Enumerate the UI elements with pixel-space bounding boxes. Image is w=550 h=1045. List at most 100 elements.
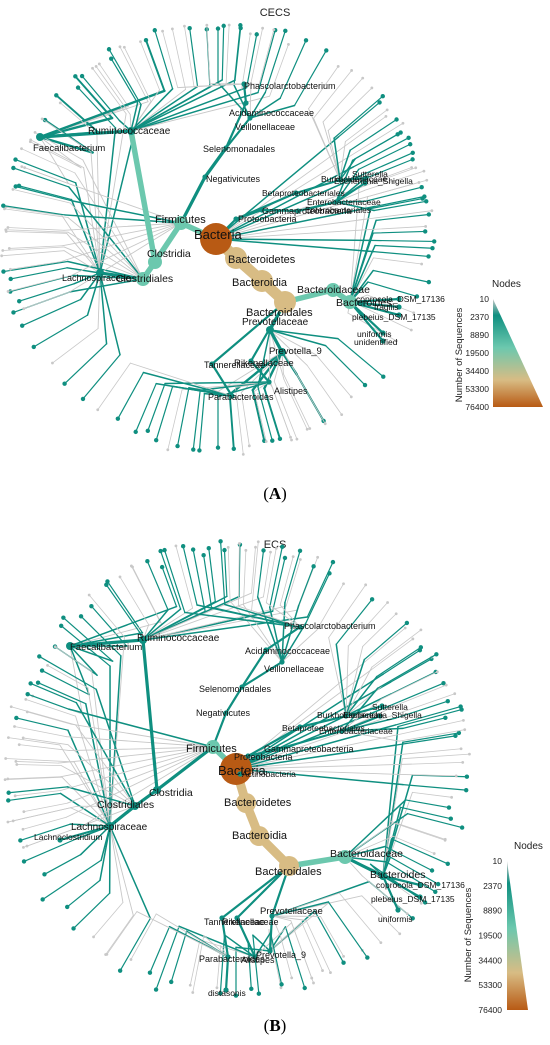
leaf-edge	[412, 791, 453, 798]
taxon-edge	[179, 175, 207, 225]
branch-edge	[271, 915, 292, 922]
leaf-edge	[4, 776, 63, 781]
leaf-edge	[372, 269, 430, 283]
legend-tick-label: 10	[493, 856, 503, 866]
leaf-node	[459, 747, 463, 751]
leaf-node	[342, 954, 345, 958]
leaf-node	[464, 774, 470, 779]
leaf-node	[342, 582, 345, 586]
leaf-edge	[240, 392, 250, 447]
leaf-edge	[14, 158, 77, 184]
taxon-label-lachnoclostridium: Lachnoclostridium	[34, 832, 103, 842]
taxon-node-rikenellaceae	[248, 358, 254, 364]
branch-edge	[67, 217, 144, 280]
branch-edge	[70, 222, 182, 276]
leaf-node	[429, 868, 435, 873]
branch-edge	[252, 934, 271, 952]
leaf-node	[8, 276, 13, 282]
branch-edge	[130, 85, 199, 132]
leaf-node	[256, 991, 262, 996]
leaf-node	[369, 597, 375, 602]
taxon-label-faecalibacterium: Faecalibacterium	[70, 642, 142, 653]
leaf-node	[42, 872, 47, 877]
leaf-node	[13, 184, 18, 189]
taxon-node-gammaproteobacteria	[259, 207, 265, 213]
leaf-edge	[15, 185, 73, 202]
leaf-node	[454, 774, 458, 778]
taxon-node-escherichia	[362, 180, 368, 186]
leaf-edge	[265, 547, 277, 604]
leaf-edge	[106, 580, 144, 634]
leaf-edge	[19, 823, 71, 842]
leaf-node	[22, 845, 25, 849]
taxon-label-bacteria: Bacteria	[194, 227, 242, 242]
branch-edge	[66, 232, 101, 274]
branch-edge	[242, 604, 283, 663]
branch-edge	[254, 922, 293, 958]
leaf-edge	[206, 24, 211, 85]
leaf-edge	[253, 390, 267, 442]
leaf-node	[248, 32, 252, 36]
leaf-edge	[140, 41, 160, 91]
leaf-node	[435, 881, 441, 887]
leaf-edge	[293, 49, 327, 107]
leaf-edge	[110, 58, 139, 104]
taxon-label-bacteroidia: Bacteroidia	[232, 830, 288, 842]
leaf-edge	[314, 910, 345, 964]
leaf-edge	[15, 761, 59, 764]
branch-edge	[130, 79, 236, 132]
taxon-node-distasonis	[223, 987, 229, 993]
taxon-node-bacteroidetes	[236, 793, 256, 813]
taxon-edge	[268, 328, 284, 354]
leaf-edge	[272, 557, 286, 612]
branch-edge	[61, 776, 111, 827]
leaf-node	[145, 428, 151, 434]
taxon-label-burkholderiaceae: Burkholderiaceae	[317, 710, 383, 720]
leaf-node	[410, 916, 415, 921]
branch-edge	[129, 362, 233, 397]
leaf-node	[28, 681, 33, 686]
leaf-edge	[97, 362, 131, 411]
branch-edge	[63, 222, 182, 231]
branch-edge	[217, 351, 283, 392]
taxon-label-plebeius: plebeius_DSM_17135	[371, 894, 455, 904]
leaf-edge	[203, 554, 213, 609]
branch-edge	[69, 621, 161, 647]
taxon-node-prevotella9	[267, 948, 273, 954]
taxon-label-enterobacteriaceae: Enterobacteriaceae	[307, 197, 381, 207]
leaf-node	[51, 361, 54, 365]
panel-a-node-labels: BacteriaFirmicutesBacteroidetesBacteroid…	[33, 81, 445, 402]
leaf-edge	[176, 387, 190, 447]
leaf-node	[422, 194, 427, 199]
leaf-edge	[370, 638, 414, 671]
leaf-edge	[410, 761, 464, 765]
leaf-node	[463, 787, 469, 793]
branch-edge	[142, 605, 287, 641]
leaf-node	[434, 652, 439, 657]
leaf-edge	[392, 835, 435, 854]
leaf-node	[6, 777, 10, 781]
taxon-label-gammaproteobacteria: Gammaproteobacteria	[262, 206, 352, 216]
leaf-node	[218, 539, 223, 544]
leaf-edge	[320, 916, 344, 957]
branch-edge	[215, 228, 375, 240]
leaf-node	[75, 85, 81, 90]
branch-edge	[225, 83, 245, 86]
leaf-node	[336, 64, 340, 68]
leaf-node	[410, 157, 415, 162]
branch-edge	[74, 172, 144, 280]
leaf-edge	[328, 584, 367, 639]
leaf-edge	[208, 547, 216, 603]
taxon-label-clostridia: Clostridia	[149, 787, 193, 799]
leaf-edge	[147, 382, 166, 432]
branch-edge	[345, 645, 364, 717]
branch-edge	[224, 603, 301, 628]
branch-edge	[66, 267, 101, 274]
leaf-node	[6, 820, 10, 824]
taxon-label-prevotellaceae: Prevotellaceae	[242, 317, 309, 328]
taxon-label-firmicutes: Firmicutes	[155, 214, 206, 226]
taxon-node-clostridiales	[136, 272, 150, 286]
leaf-node	[122, 45, 126, 49]
taxon-node-alistipes	[266, 379, 272, 385]
leaf-node	[379, 941, 383, 945]
